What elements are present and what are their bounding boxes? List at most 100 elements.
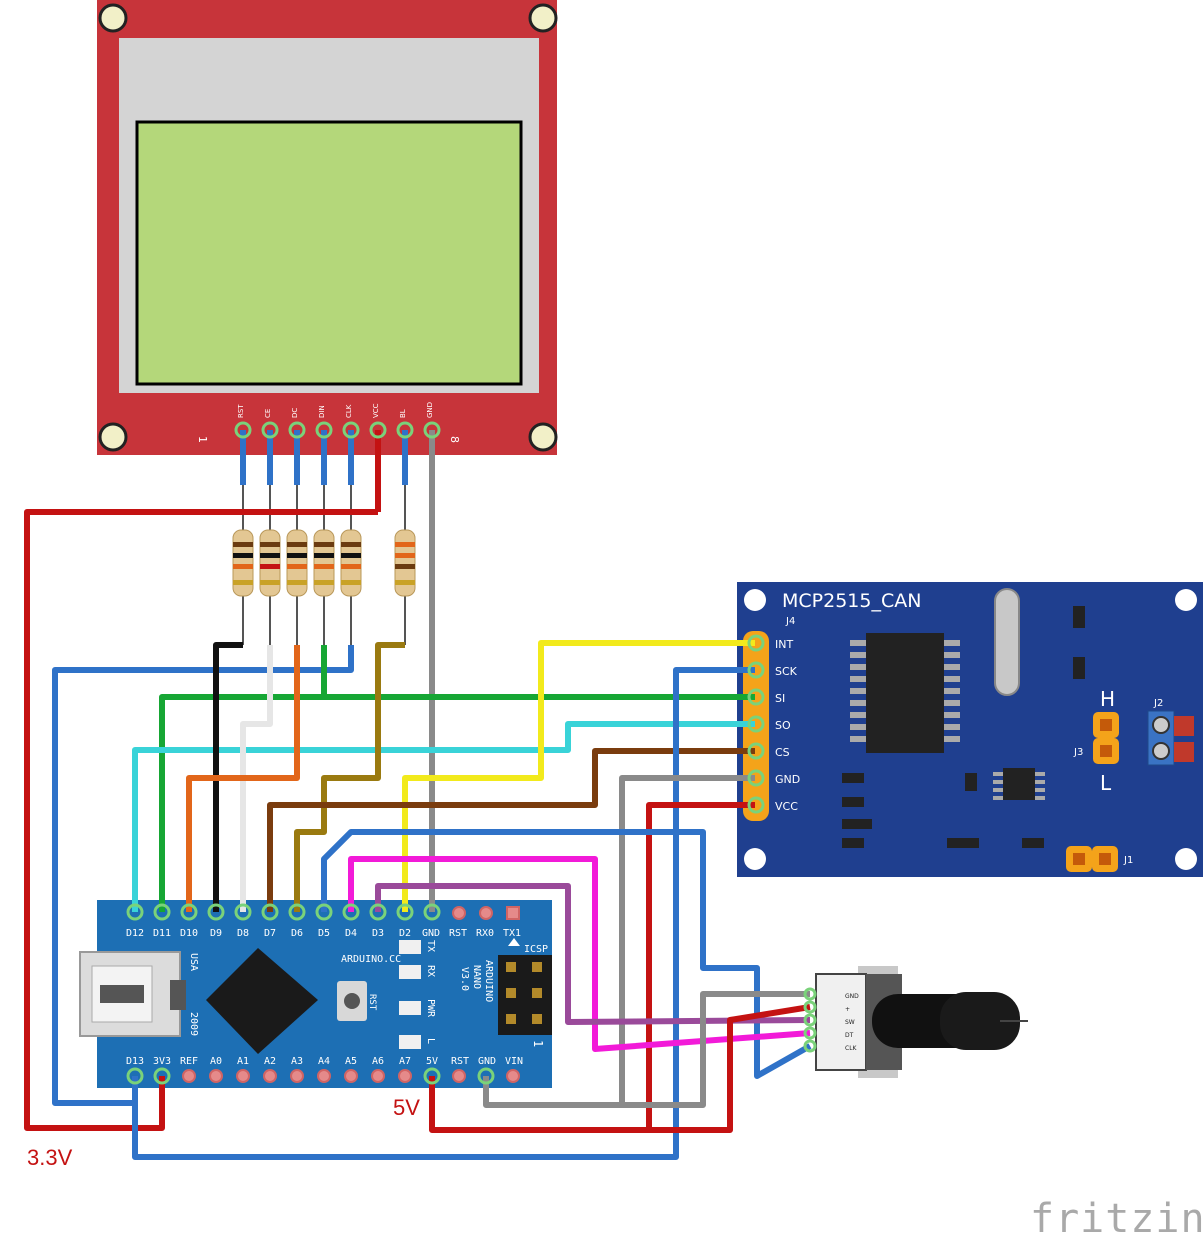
- nano-pin-label: A5: [345, 1056, 357, 1067]
- nano-pin-label: D5: [318, 928, 330, 939]
- nano-model-line3: V3.0: [459, 967, 470, 991]
- can-pin-label: VCC: [775, 800, 798, 813]
- terminal-j2: [1147, 710, 1194, 766]
- can-transceiver-chip: [993, 768, 1045, 800]
- status-leds: [399, 940, 421, 1049]
- lcd-pin-label: RST: [237, 404, 245, 418]
- jumper-j3-label: J3: [1073, 747, 1083, 758]
- lcd-pin-label: BL: [399, 409, 407, 418]
- can-pin-label: GND: [775, 773, 800, 786]
- nano-pin-label: 3V3: [153, 1056, 171, 1067]
- nano-pin-label: GND: [422, 928, 440, 939]
- lcd-pin-label: DIN: [318, 405, 326, 418]
- nano-pin-label: A0: [210, 1056, 222, 1067]
- wire-d5: [321, 829, 812, 1079]
- lcd-pin-label: GND: [426, 402, 434, 418]
- jumper-l-label: L: [1100, 771, 1112, 795]
- can-title: MCP2515_CAN: [782, 590, 921, 612]
- led-rx-label: RX: [425, 965, 436, 977]
- rotary-encoder[interactable]: GND + SW DT CLK: [815, 966, 1028, 1078]
- nano-pin-label: RST: [451, 1056, 469, 1067]
- nano-pin-label: GND: [478, 1056, 496, 1067]
- nano-year: 2009: [188, 1012, 199, 1036]
- icsp-pin1-label: 1: [531, 1040, 545, 1047]
- nano-top-pin-labels: D12 D11 D10 D9 D8 D7 D6 D5 D4 D3 D2 GND …: [126, 928, 521, 939]
- lcd-pin-label: CE: [264, 409, 272, 418]
- nano-pin-label: D4: [345, 928, 357, 939]
- microcontroller-chip: [206, 948, 318, 1054]
- nano-pin-label: D2: [399, 928, 411, 939]
- led-tx-label: TX: [425, 940, 436, 952]
- wires: [24, 430, 812, 1160]
- can-pin-label: INT: [775, 638, 793, 651]
- wire-cs: [267, 748, 755, 912]
- nano-pin-label: VIN: [505, 1056, 523, 1067]
- icsp-label: ICSP: [524, 944, 548, 955]
- can-pin-label: SI: [775, 692, 785, 705]
- nano-pin-label: D7: [264, 928, 276, 939]
- fritzing-logo: fritzing: [1030, 1196, 1203, 1242]
- encoder-pin-label: CLK: [845, 1045, 858, 1052]
- nano-pin-label: A4: [318, 1056, 330, 1067]
- nano-pin-label: D13: [126, 1056, 144, 1067]
- wire-rst: [213, 642, 243, 912]
- nano-pin-label: RST: [449, 928, 467, 939]
- nano-usa: USA: [188, 953, 199, 971]
- nano-model-line1: ARDUINO: [483, 960, 494, 1002]
- encoder-pin-label: DT: [845, 1032, 854, 1039]
- wire-dc: [186, 645, 300, 912]
- lcd-pin-end: 8: [448, 436, 461, 443]
- led-l-label: L: [425, 1038, 436, 1044]
- jumper-j1[interactable]: [1066, 846, 1118, 872]
- usb-connector: [79, 951, 186, 1037]
- wire-3v3: [24, 509, 378, 1131]
- lcd-module: 1 8 RST CE DC DIN CLK VCC BL GND: [97, 0, 558, 455]
- wire-int: [402, 640, 755, 912]
- nano-bottom-pin-labels: D13 3V3 REF A0 A1 A2 A3 A4 A5 A6 A7 5V R…: [126, 1056, 523, 1067]
- nano-pin-label: TX1: [503, 928, 521, 939]
- lcd-pin-label: CLK: [345, 404, 353, 418]
- reset-button[interactable]: [337, 981, 367, 1021]
- wire-d3: [375, 883, 811, 1025]
- reset-label: RST: [367, 994, 377, 1011]
- nano-pin-label: D8: [237, 928, 249, 939]
- encoder-pin-labels: GND + SW DT CLK: [845, 993, 859, 1052]
- label-5v: 5V: [393, 1095, 420, 1120]
- can-module: MCP2515_CAN J4: [737, 582, 1203, 877]
- can-pin-label: CS: [775, 746, 790, 759]
- nano-model-line2: NANO: [471, 965, 482, 989]
- lcd-pin-label: DC: [291, 408, 299, 418]
- jumper-h-label: H: [1100, 687, 1115, 711]
- connected-pins: [126, 421, 817, 1085]
- wire-so: [132, 721, 755, 912]
- icsp-header: [498, 955, 552, 1035]
- nano-pin-label: D10: [180, 928, 198, 939]
- can-pin-label: SCK: [775, 665, 798, 678]
- label-3v3: 3.3V: [27, 1145, 73, 1170]
- nano-pin-label: D9: [210, 928, 222, 939]
- smd-components: [842, 606, 1085, 848]
- wire-d4: [348, 856, 811, 1052]
- nano-pads: [182, 906, 520, 1083]
- can-controller-chip: [850, 633, 960, 753]
- nano-pin-label: D11: [153, 928, 171, 939]
- nano-pin-label: RX0: [476, 928, 494, 939]
- nano-pin-label: A2: [264, 1056, 276, 1067]
- jumper-j2-label: J2: [1153, 698, 1163, 709]
- encoder-pin-label: +: [845, 1006, 850, 1013]
- wire-enc-gnd: [486, 991, 810, 1108]
- lcd-pin-start: 1: [196, 436, 209, 443]
- led-pwr-label: PWR: [425, 999, 436, 1018]
- lcd-pin-labels: RST CE DC DIN CLK VCC BL GND: [237, 402, 434, 418]
- encoder-pin-label: SW: [845, 1019, 855, 1026]
- nano-pin-label: D6: [291, 928, 303, 939]
- lcd-wires-to-resistors: [240, 430, 408, 485]
- crystal: [994, 588, 1020, 696]
- wire-enc-5v: [432, 1004, 811, 1133]
- jumper-j3[interactable]: [1093, 712, 1119, 764]
- wire-clk: [52, 645, 354, 1106]
- lcd-pin-label: VCC: [372, 403, 380, 418]
- encoder-pin-label: GND: [845, 993, 859, 1000]
- nano-pin-label: A1: [237, 1056, 249, 1067]
- can-pin-label: SO: [775, 719, 791, 732]
